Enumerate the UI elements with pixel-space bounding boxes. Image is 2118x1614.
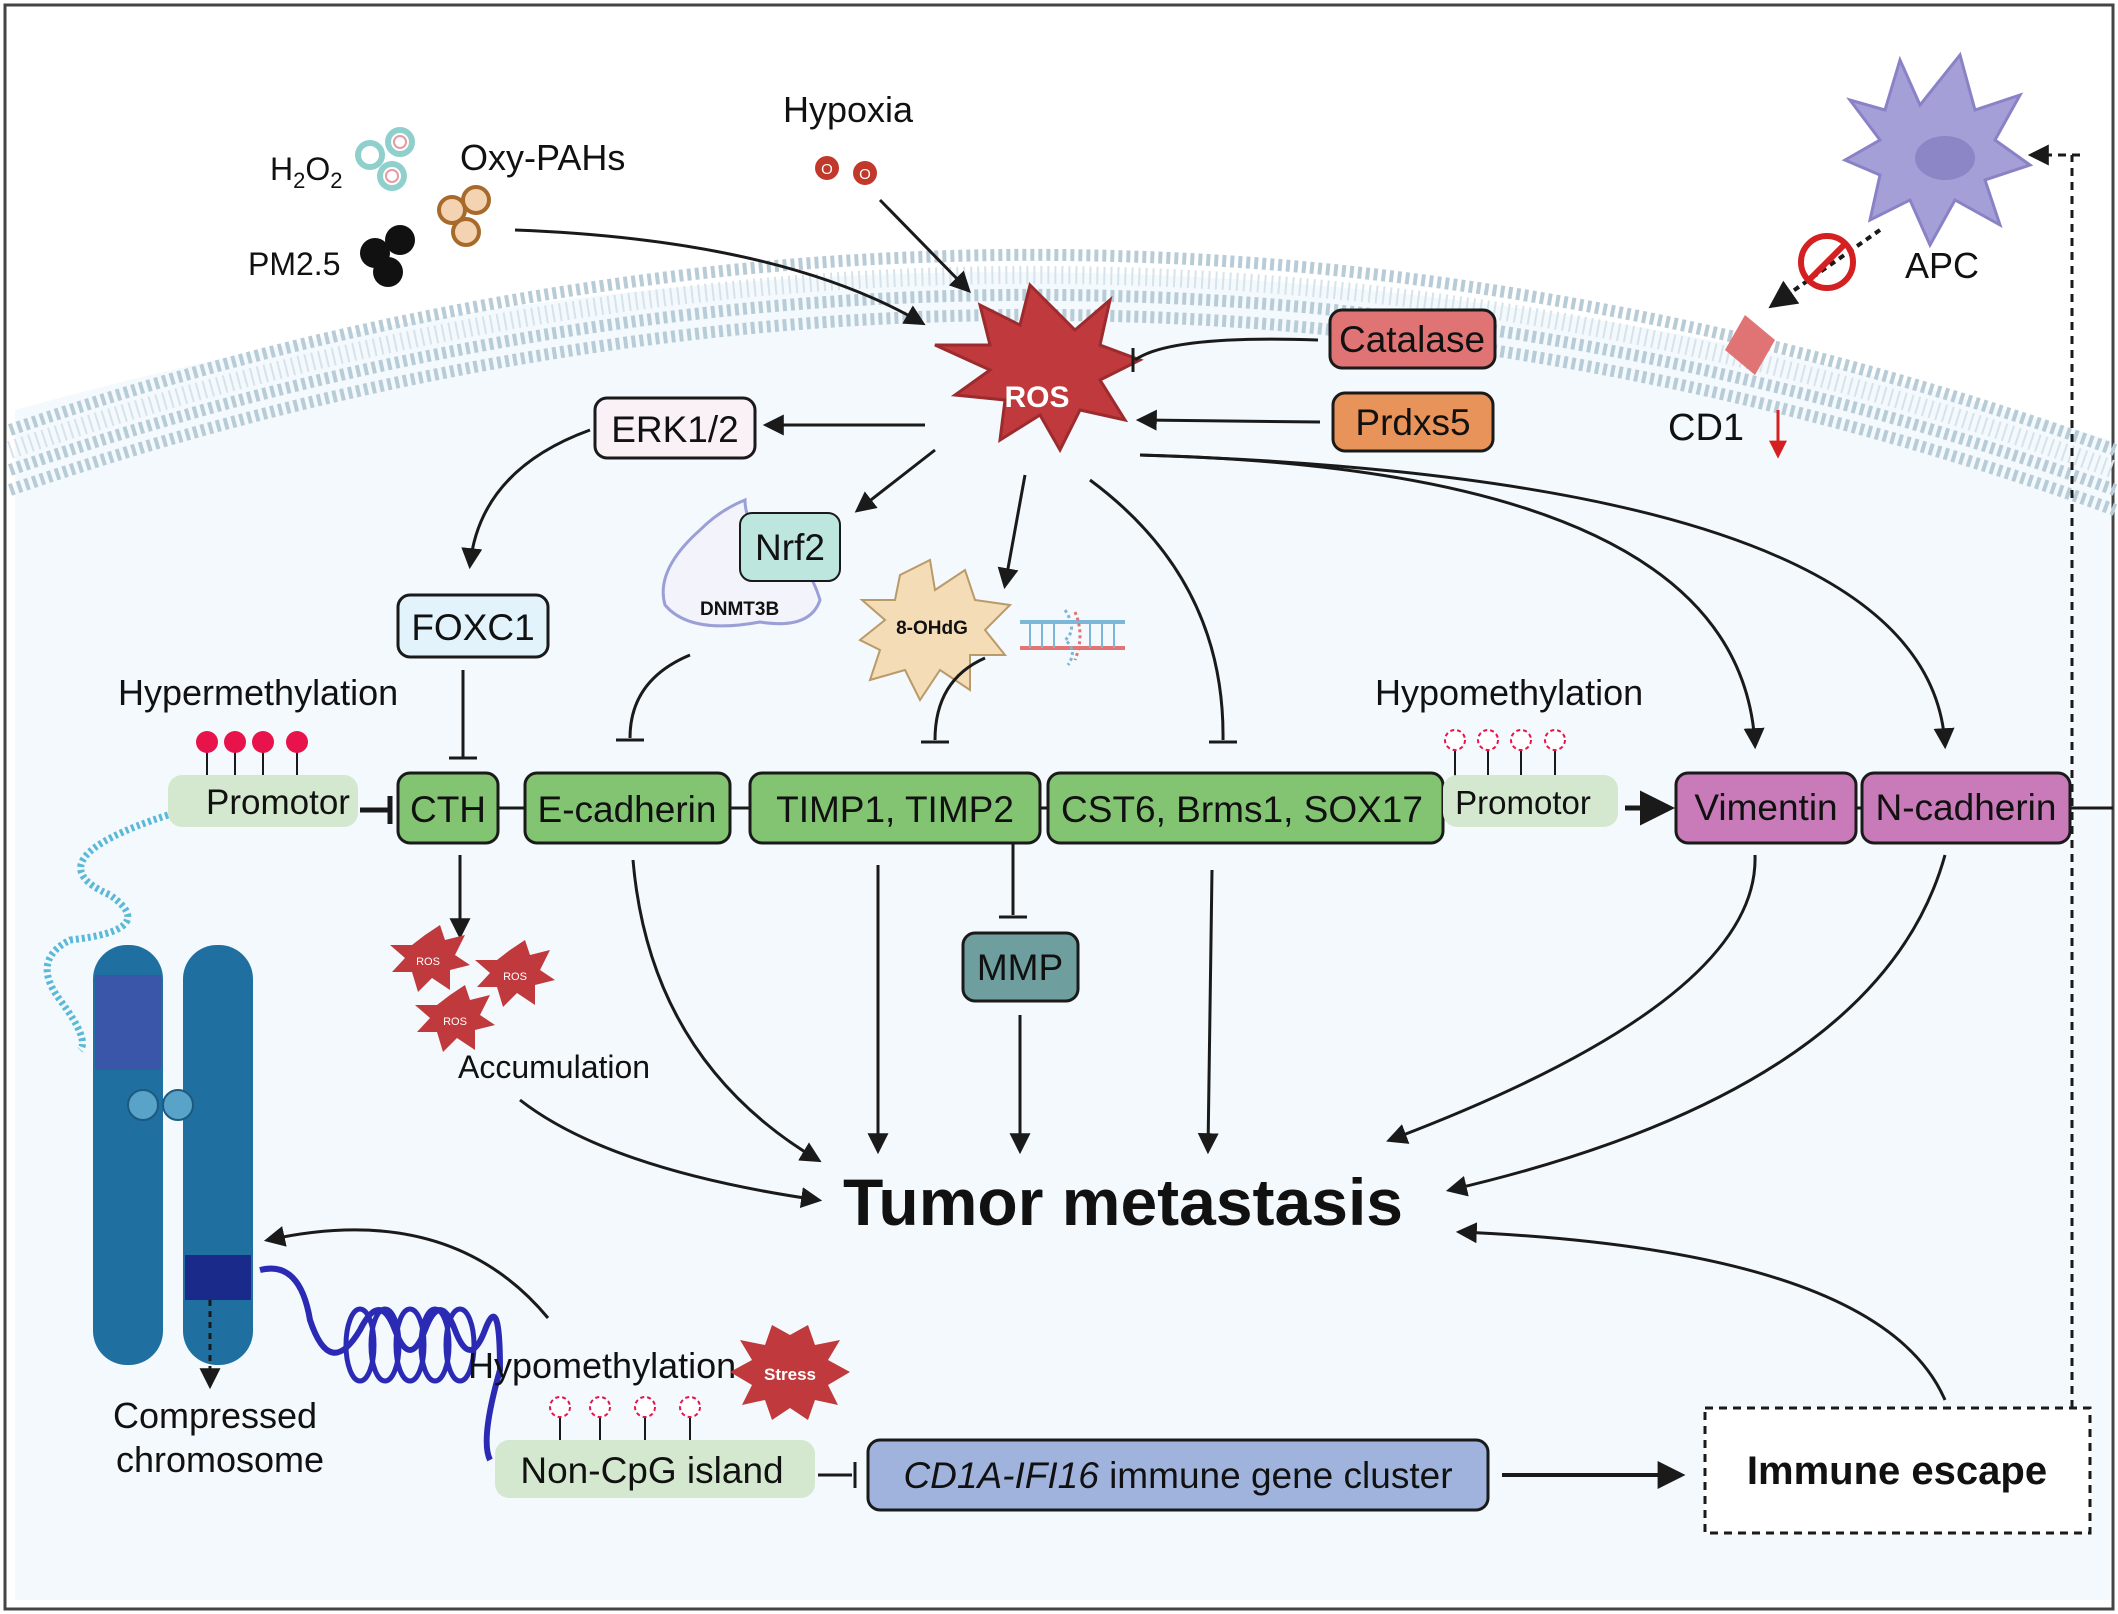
hypoxia-label: Hypoxia bbox=[783, 89, 914, 130]
dna-strand-icon bbox=[1020, 609, 1125, 666]
prohibition-icon bbox=[1768, 228, 1882, 309]
immune-escape-box bbox=[1703, 1406, 2092, 1535]
promotor-right-box bbox=[1443, 775, 1618, 827]
inhibit-catalase-ros bbox=[1134, 337, 1319, 362]
accumulation-label: Accumulation bbox=[458, 1049, 650, 1085]
ohdg-label: 8-OHdG bbox=[896, 618, 968, 639]
oxygen-bubbles-icon: O O bbox=[815, 156, 877, 185]
arrow-ros-ncadherin bbox=[1139, 453, 1955, 750]
promotor-left-box bbox=[168, 775, 358, 827]
immune-escape-label: Immune escape bbox=[1747, 1449, 2047, 1493]
cd1a-cluster-label: CD1A-IFI16 immune gene cluster bbox=[903, 1455, 1452, 1496]
noncpg-label: Non-CpG island bbox=[520, 1450, 783, 1491]
tumor-metastasis-title: Tumor metastasis bbox=[843, 1165, 1403, 1239]
timp-label: TIMP1, TIMP2 bbox=[776, 789, 1014, 830]
erk-box bbox=[593, 396, 757, 460]
arrow-cst6-tumor bbox=[1197, 869, 1219, 1155]
apc-cell-icon bbox=[1841, 51, 2034, 249]
noncpg-box bbox=[495, 1440, 815, 1498]
ros-label: ROS bbox=[1004, 381, 1069, 414]
cst6-label: CST6, Brms1, SOX17 bbox=[1061, 789, 1423, 830]
stress-star-icon bbox=[730, 1325, 850, 1420]
arrow-ncadherin-tumor bbox=[1445, 854, 1947, 1197]
promotor-left-label: Promotor bbox=[206, 783, 350, 822]
arrow-ros-ohdg bbox=[997, 474, 1027, 590]
ros-accumulation-icon: ROS ROS ROS bbox=[390, 925, 555, 1052]
arrow-hypoxia-ros bbox=[878, 198, 971, 294]
inhibit-ohdg-timp bbox=[933, 656, 986, 741]
nrf2-label: Nrf2 bbox=[755, 527, 825, 568]
prdxs5-box bbox=[1331, 391, 1495, 453]
hypomethylation-bottom-label: Hypomethylation bbox=[468, 1345, 736, 1386]
h2o2-particles-icon bbox=[355, 127, 415, 191]
pm25-label: PM2.5 bbox=[248, 246, 340, 282]
methyl-lollipop-icon bbox=[549, 1396, 701, 1450]
oxy-pahs-label: Oxy-PAHs bbox=[460, 137, 625, 178]
arrow-erk-foxc1 bbox=[461, 428, 591, 570]
cd1-label: CD1 bbox=[1668, 407, 1744, 449]
h2o2-label: H2O2 bbox=[270, 151, 343, 193]
hypomethylation-top-label: Hypomethylation bbox=[1375, 672, 1643, 713]
cd1-receptor-icon bbox=[1725, 315, 1775, 375]
erk-label: ERK1/2 bbox=[611, 409, 739, 450]
inhibit-dnmt3b-ecadherin bbox=[628, 653, 691, 739]
stress-label: Stress bbox=[764, 1365, 816, 1384]
compressed-label-1: Compressed bbox=[113, 1395, 317, 1436]
catalase-label: Catalase bbox=[1339, 319, 1485, 360]
methyl-lollipop-icon bbox=[196, 731, 308, 790]
arrow-accumulation-tumor bbox=[519, 1098, 823, 1208]
catalase-box bbox=[1328, 308, 1497, 370]
nrf2-box bbox=[739, 512, 841, 582]
cell-membrane bbox=[7, 248, 2118, 516]
arrow-ros-vimentin bbox=[1139, 453, 1765, 750]
methyl-lollipop-icon bbox=[1444, 729, 1566, 790]
cth-label: CTH bbox=[410, 789, 486, 830]
svg-text:O: O bbox=[859, 166, 871, 183]
dnmt3b-label: DNMT3B bbox=[700, 599, 779, 620]
dna-chromatin-strand bbox=[43, 811, 170, 1053]
arrow-vimentin-tumor bbox=[1386, 854, 1757, 1144]
svg-text:ROS: ROS bbox=[503, 971, 527, 983]
arrow-immune-tumor bbox=[1455, 1222, 1947, 1401]
inhibit-ros-cst6 bbox=[1089, 478, 1225, 741]
ncadherin-label: N-cadherin bbox=[1876, 787, 2057, 828]
arrow-ecadherin-tumor bbox=[631, 859, 822, 1163]
foxc1-box bbox=[396, 593, 550, 659]
dna-helix-icon bbox=[259, 1265, 504, 1462]
promotor-right-label: Promotor bbox=[1455, 784, 1591, 821]
oxy-pahs-particles-icon bbox=[437, 185, 491, 247]
vimentin-label: Vimentin bbox=[1694, 787, 1837, 828]
cd1a-cluster-box bbox=[866, 1438, 1490, 1512]
apc-label: APC bbox=[1905, 245, 1979, 286]
foxc1-label: FOXC1 bbox=[411, 607, 534, 648]
svg-text:ROS: ROS bbox=[443, 1016, 467, 1028]
arrow-pollutants-ros bbox=[514, 228, 926, 326]
chromosome-icon bbox=[93, 945, 253, 1365]
svg-text:ROS: ROS bbox=[416, 956, 440, 968]
prdxs5-label: Prdxs5 bbox=[1355, 402, 1470, 443]
compressed-label-2: chromosome bbox=[116, 1439, 324, 1480]
arrow-prdxs5-ros bbox=[1135, 409, 1321, 431]
mmp-label: MMP bbox=[977, 947, 1063, 988]
svg-text:O: O bbox=[821, 161, 833, 178]
ecadherin-label: E-cadherin bbox=[538, 789, 717, 830]
arrow-hypomethylation-chromosome bbox=[263, 1226, 550, 1319]
pm25-particles-icon bbox=[360, 225, 415, 287]
ros-star-icon bbox=[934, 282, 1144, 454]
arrow-ros-nrf2 bbox=[854, 448, 936, 513]
hypermethylation-label: Hypermethylation bbox=[118, 672, 398, 713]
mmp-box bbox=[961, 931, 1080, 1003]
